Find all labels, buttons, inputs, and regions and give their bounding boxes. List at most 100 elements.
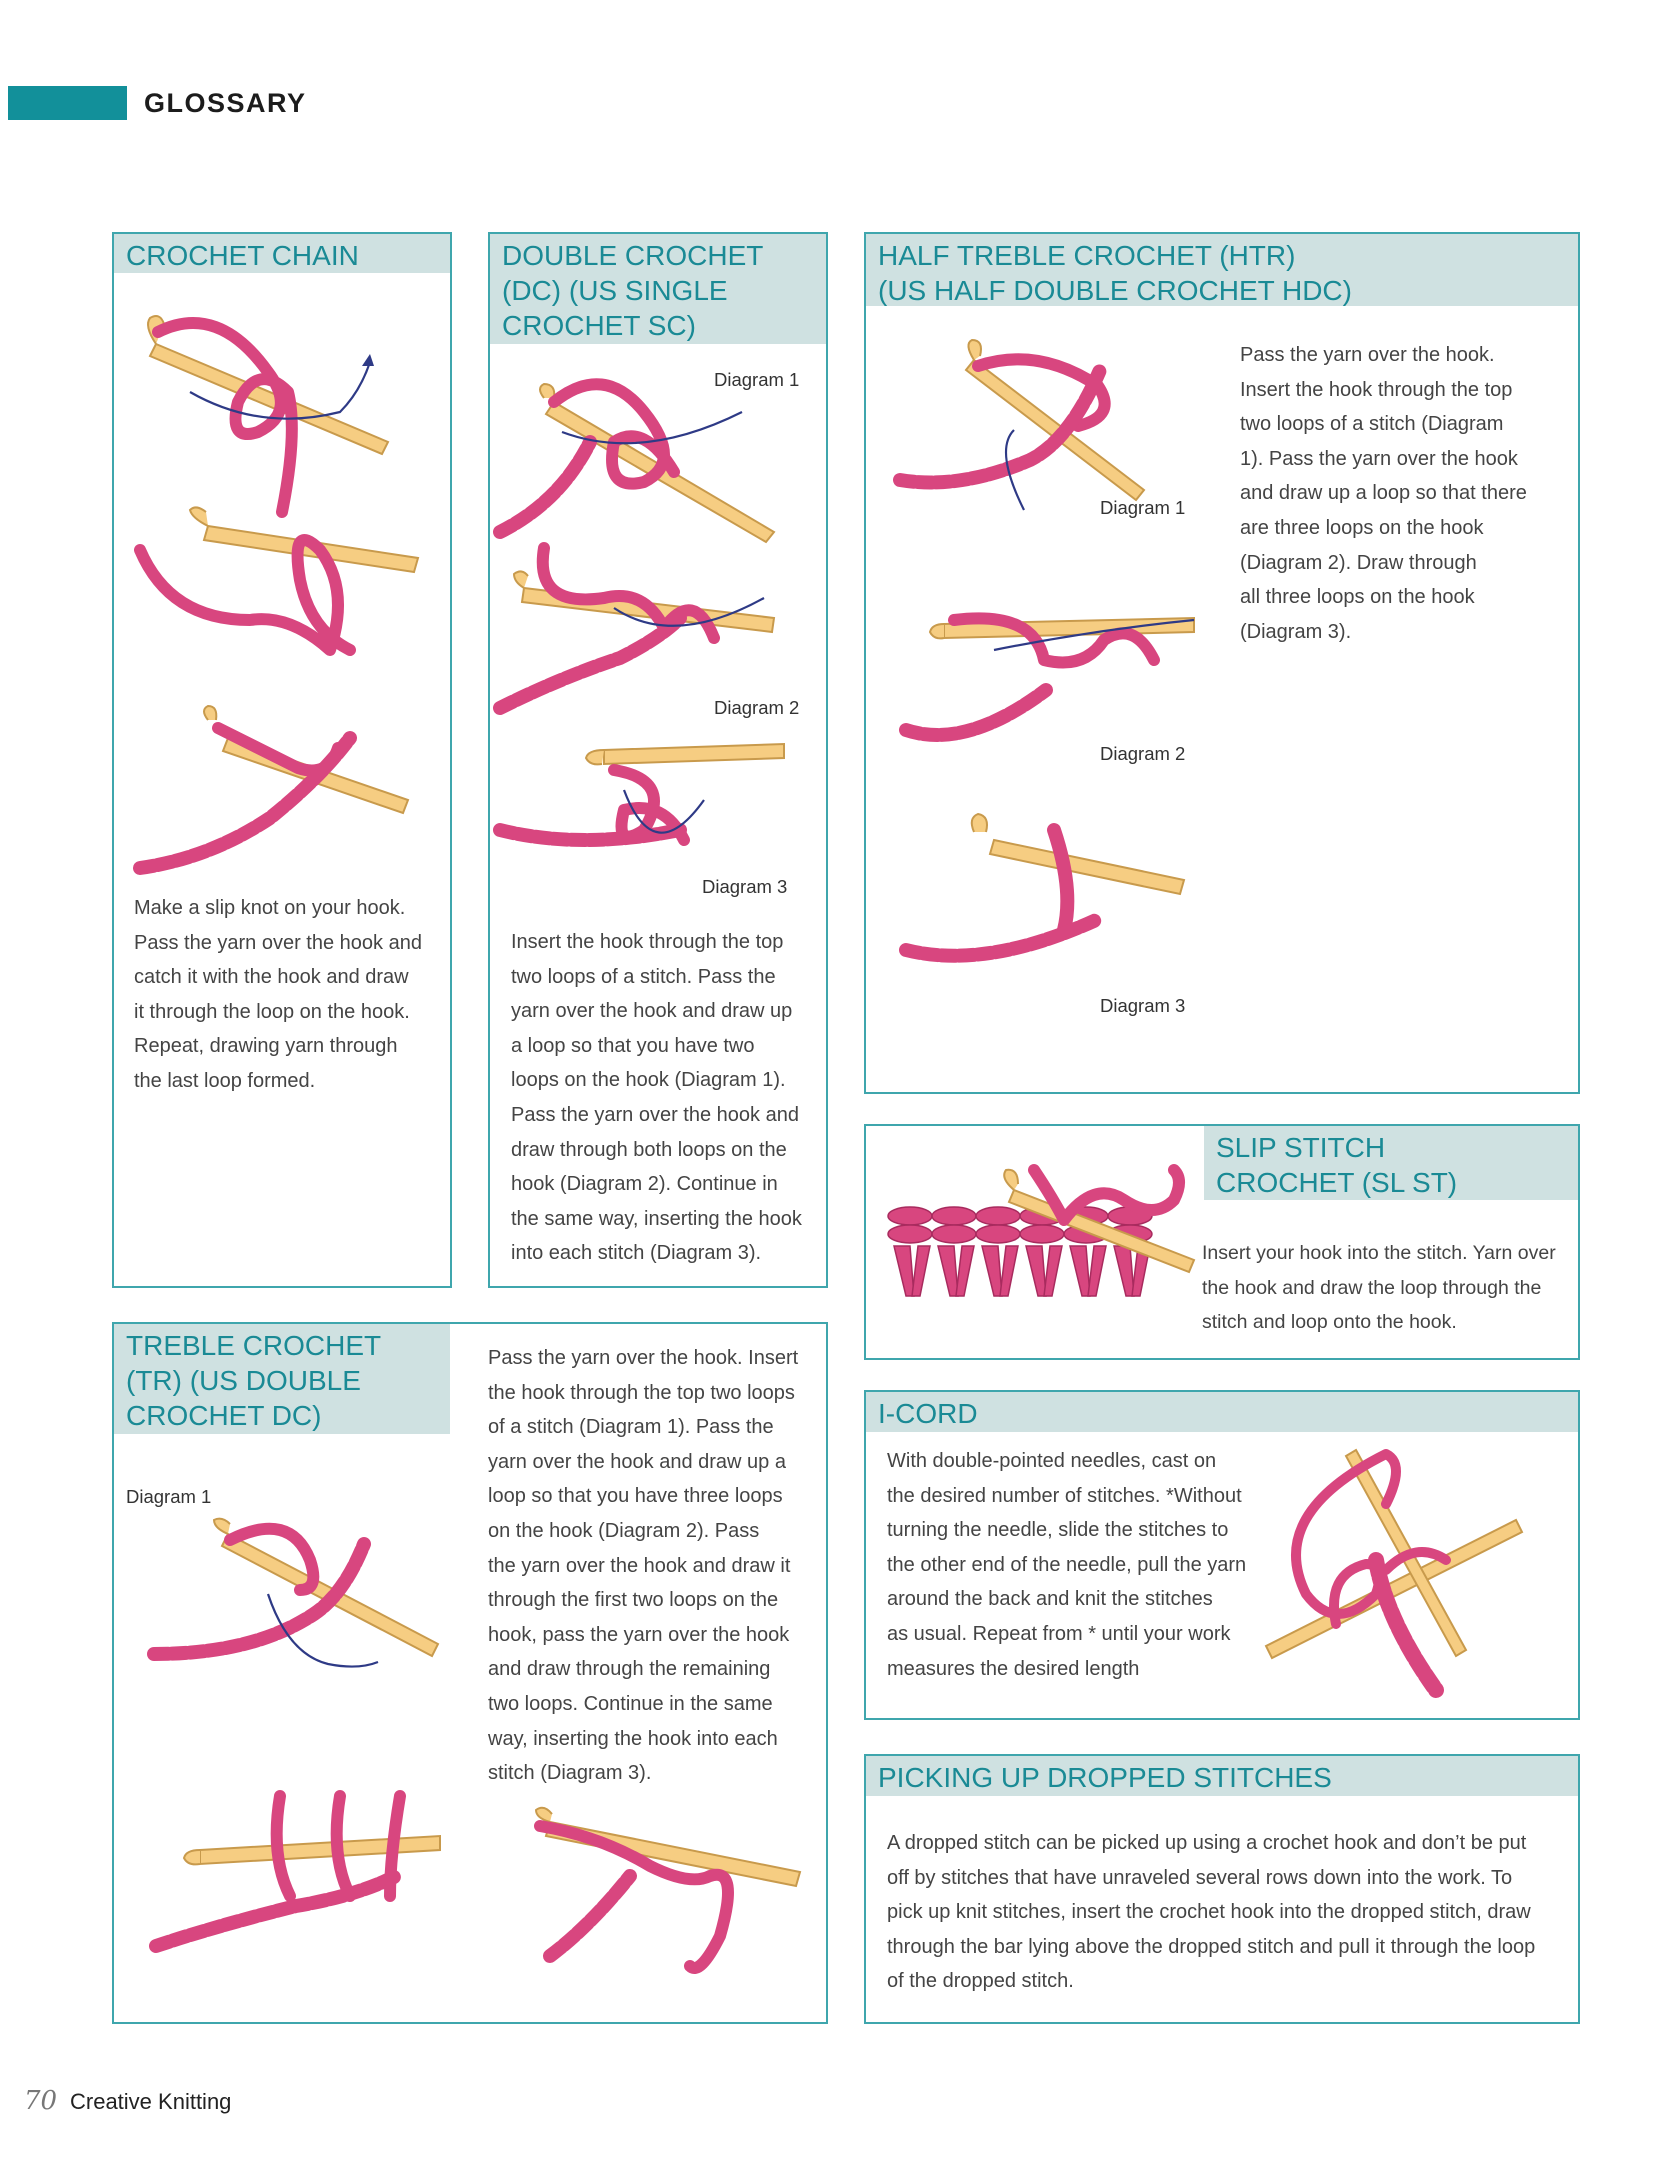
text-line: into each stitch (Diagram 3).: [511, 1242, 762, 1265]
half-treble-title-line: HALF TREBLE CROCHET (HTR): [878, 240, 1296, 271]
text-line: on the hook (Diagram 2). Pass: [488, 1519, 760, 1542]
text-line: yarn over the hook and draw up: [511, 1000, 793, 1023]
text-line: Pass the yarn over the hook and: [134, 931, 422, 954]
icord-title: I-CORD: [878, 1398, 978, 1429]
text-line: Pass the yarn over the hook and: [511, 1103, 799, 1126]
icord-heading: I-CORD: [866, 1392, 1578, 1432]
page-number: 70: [24, 2086, 58, 2116]
section-color-bar: [8, 86, 127, 120]
text-line: off by stitches that have unraveled seve…: [887, 1866, 1513, 1889]
half-treble-diagram-1-caption: Diagram 1: [1100, 497, 1186, 518]
text-line: hook, pass the yarn over the hook: [488, 1623, 790, 1646]
text-line: through the first two loops on the: [488, 1589, 779, 1612]
dropped-heading: PICKING UP DROPPED STITCHES: [866, 1756, 1578, 1796]
dropped-text: A dropped stitch can be picked up using …: [887, 1826, 1567, 1999]
icord-illustration: [1264, 1448, 1524, 1698]
crochet-chain-text: Make a slip knot on your hook. Pass the …: [134, 891, 434, 1099]
text-line: catch it with the hook and draw: [134, 966, 409, 989]
treble-heading: TREBLE CROCHET (TR) (US DOUBLE CROCHET D…: [114, 1324, 450, 1434]
text-line: a loop so that you have two: [511, 1034, 755, 1057]
crochet-chain-illustration-3: [133, 704, 410, 875]
slip-stitch-text: Insert your hook into the stitch. Yarn o…: [1202, 1236, 1572, 1340]
text-line: stitch (Diagram 3).: [488, 1762, 652, 1785]
dropped-title: PICKING UP DROPPED STITCHES: [878, 1762, 1332, 1793]
dropped-panel: [864, 1754, 1580, 2024]
text-line: pick up knit stitches, insert the croche…: [887, 1901, 1531, 1924]
text-line: two loops of a stitch. Pass the: [511, 965, 776, 988]
treble-diagram-1: [147, 1517, 440, 1668]
crochet-chain-illustration-1: [147, 315, 390, 518]
text-line: turning the needle, slide the stitches t…: [887, 1519, 1229, 1542]
text-line: (Diagram 2). Draw through: [1240, 551, 1477, 574]
text-line: Insert your hook into the stitch. Yarn o…: [1202, 1242, 1556, 1264]
crochet-chain-title: CROCHET CHAIN: [126, 240, 359, 271]
treble-diagram-2: [534, 1806, 802, 1974]
text-line: Insert the hook through the top: [511, 931, 784, 953]
double-crochet-diagram-1: [493, 378, 776, 544]
treble-diagram-3: [149, 1790, 441, 1953]
treble-title-line: (TR) (US DOUBLE: [126, 1365, 361, 1396]
half-treble-diagram-3-caption: Diagram 3: [1100, 995, 1186, 1016]
treble-title-line: TREBLE CROCHET: [126, 1330, 382, 1361]
double-crochet-title-line: DOUBLE CROCHET: [502, 240, 764, 271]
treble-text: Pass the yarn over the hook. Insert the …: [488, 1341, 824, 1791]
double-crochet-heading: DOUBLE CROCHET (DC) (US SINGLE CROCHET S…: [490, 234, 826, 344]
double-crochet-title-line: (DC) (US SINGLE: [502, 275, 728, 306]
text-line: Insert the hook through the top: [1240, 378, 1513, 401]
text-line: 1). Pass the yarn over the hook: [1240, 447, 1518, 470]
half-treble-heading: HALF TREBLE CROCHET (HTR) (US HALF DOUBL…: [866, 234, 1578, 306]
text-line: hook (Diagram 2). Continue in: [511, 1173, 778, 1196]
text-line: (Diagram 3).: [1240, 620, 1352, 643]
text-line: Make a slip knot on your hook.: [134, 897, 406, 919]
text-line: and draw up a loop so that there: [1240, 482, 1527, 505]
treble-panel: [112, 1322, 828, 2024]
double-crochet-diagram-3: [493, 742, 785, 847]
text-line: Pass the yarn over the hook.: [1240, 344, 1495, 366]
text-line: the desired number of stitches. *Without: [887, 1484, 1242, 1507]
half-treble-diagram-3: [899, 812, 1186, 963]
double-crochet-text: Insert the hook through the top two loop…: [511, 925, 821, 1271]
slip-stitch-title-line: SLIP STITCH: [1216, 1132, 1386, 1163]
text-line: the hook and draw the loop through the: [1202, 1276, 1542, 1299]
slip-stitch-illustration: [887, 1164, 1196, 1297]
double-crochet-diagram-1-caption: Diagram 1: [714, 369, 800, 390]
text-line: A dropped stitch can be picked up using …: [887, 1832, 1527, 1854]
text-line: as usual. Repeat from * until your work: [887, 1622, 1231, 1645]
text-line: and draw through the remaining: [488, 1658, 771, 1681]
double-crochet-title-line: CROCHET SC): [502, 310, 696, 341]
text-line: measures the desired length: [887, 1657, 1140, 1680]
text-line: With double-pointed needles, cast on: [887, 1450, 1217, 1472]
text-line: around the back and knit the stitches: [887, 1588, 1213, 1611]
text-line: draw through both loops on the: [511, 1138, 787, 1161]
text-line: of a stitch (Diagram 1). Pass the: [488, 1416, 774, 1439]
publication-title: Creative Knitting: [70, 2089, 232, 2114]
text-line: the last loop formed.: [134, 1069, 316, 1092]
double-crochet-diagram-2: [493, 542, 776, 715]
treble-diagram-1-caption: Diagram 1: [126, 1486, 212, 1507]
icord-text: With double-pointed needles, cast on the…: [887, 1444, 1277, 1686]
treble-title-line: CROCHET DC): [126, 1400, 322, 1431]
text-line: the same way, inserting the hook: [511, 1207, 802, 1230]
half-treble-title-line: (US HALF DOUBLE CROCHET HDC): [878, 275, 1352, 306]
text-line: the hook through the top two loops: [488, 1381, 795, 1404]
text-line: are three loops on the hook: [1240, 516, 1484, 539]
double-crochet-diagram-2-caption: Diagram 2: [714, 697, 800, 718]
text-line: through the bar lying above the dropped …: [887, 1935, 1536, 1958]
double-crochet-diagram-3-caption: Diagram 3: [702, 876, 788, 897]
text-line: it through the loop on the hook.: [134, 1000, 410, 1023]
text-line: Repeat, drawing yarn through: [134, 1035, 398, 1058]
text-line: all three loops on the hook: [1240, 586, 1475, 609]
half-treble-diagram-2: [899, 612, 1195, 742]
crochet-chain-illustration-2: [134, 506, 420, 656]
half-treble-text: Pass the yarn over the hook. Insert the …: [1240, 338, 1570, 649]
text-line: the other end of the needle, pull the ya…: [887, 1553, 1247, 1576]
text-line: loops on the hook (Diagram 1).: [511, 1069, 786, 1092]
slip-stitch-title-line: CROCHET (SL ST): [1216, 1167, 1458, 1198]
text-line: of the dropped stitch.: [887, 1970, 1074, 1993]
half-treble-diagram-2-caption: Diagram 2: [1100, 743, 1186, 764]
section-title: GLOSSARY: [144, 88, 307, 118]
text-line: Pass the yarn over the hook. Insert: [488, 1347, 799, 1369]
half-treble-diagram-1: [893, 338, 1146, 511]
text-line: two loops of a stitch (Diagram: [1240, 413, 1504, 436]
text-line: the yarn over the hook and draw it: [488, 1554, 791, 1577]
